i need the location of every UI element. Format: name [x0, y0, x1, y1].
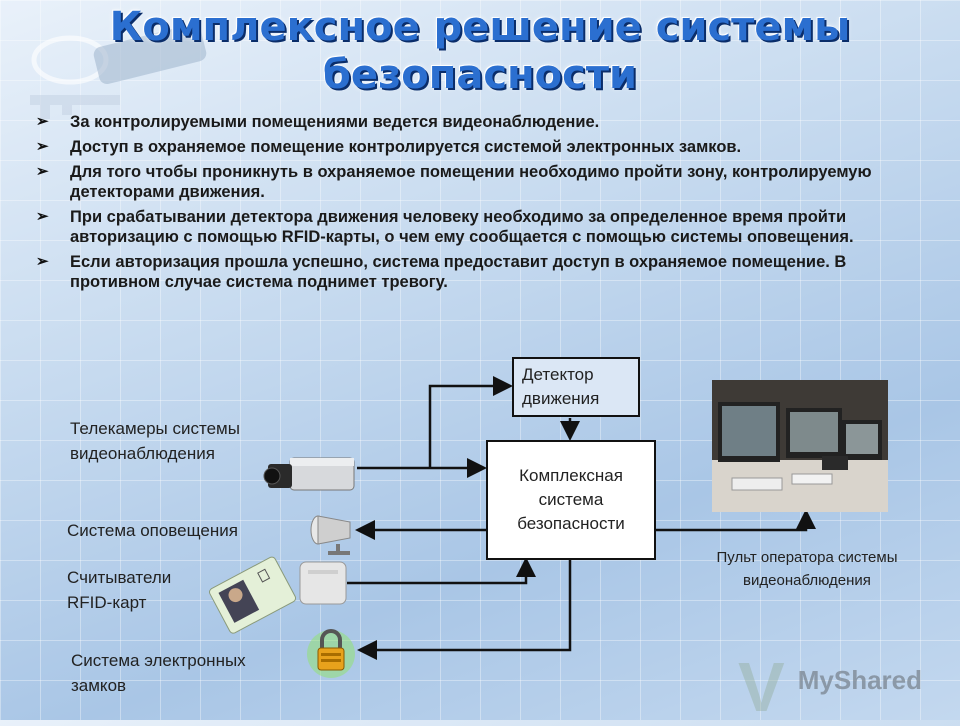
security-system-label: Комплексная система безопасности	[517, 466, 625, 533]
bullet-item: ➢При срабатывании детектора движения чел…	[36, 208, 854, 246]
bullet-item: ➢Если авторизация прошла успешно, систем…	[36, 253, 847, 291]
security-system-box: Комплексная система безопасности	[486, 440, 656, 560]
motion-detector-box: Детектор движения	[512, 357, 640, 417]
operator-console-photo	[712, 380, 888, 512]
core-to-operator-arrow	[655, 509, 816, 532]
loudspeaker-icon	[310, 515, 351, 555]
page-title-line-2: безопасности	[322, 52, 638, 98]
bullet-item: ➢Для того чтобы проникнуть в охраняемое …	[36, 163, 872, 201]
alert-system-label: Система оповещения	[67, 521, 238, 540]
core-to-locks-arrow	[357, 558, 572, 660]
rfid-to-core-arrow	[347, 557, 536, 585]
bullet-item: ➢Доступ в охраняемое помещение контролир…	[36, 138, 742, 156]
security-camera-icon	[263, 457, 355, 491]
camera-to-detector-arrow	[428, 376, 513, 468]
arrow-bullet-icon: ➢	[36, 138, 49, 155]
arrow-bullet-icon: ➢	[36, 208, 49, 225]
key-illustration	[30, 23, 207, 119]
arrow-bullet-icon: ➢	[36, 253, 49, 270]
locks-label: Система электронных замков	[71, 651, 246, 695]
watermark-text: MyShared	[797, 665, 922, 695]
cameras-label: Телекамеры системы видеонаблюдения	[70, 419, 240, 463]
arrow-bullet-icon: ➢	[36, 113, 49, 130]
rfid-readers-label: Считыватели RFID-карт	[67, 568, 172, 612]
arrow-bullet-icon: ➢	[36, 163, 49, 180]
padlock-icon	[307, 629, 355, 678]
page-title-line-1: Комплексное решение системы	[109, 4, 851, 50]
rfid-card-reader-icon	[209, 556, 347, 634]
watermark-logo-v: V	[738, 648, 785, 726]
bullet-list: ➢За контролируемыми помещениями ведется …	[36, 112, 916, 297]
operator-console-label: Пульт оператора системы видеонаблюдения	[716, 549, 898, 589]
motion-detector-label: Детектор движения	[522, 365, 600, 408]
bullet-item: ➢За контролируемыми помещениями ведется …	[36, 113, 600, 131]
